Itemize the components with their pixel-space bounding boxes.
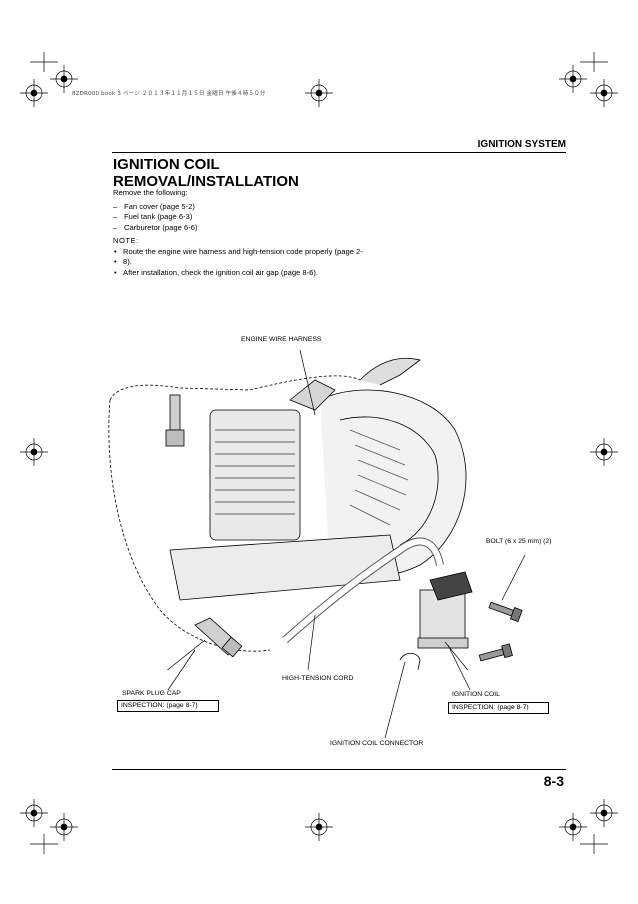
notes-list: Route the engine wire harness and high-t… (113, 247, 403, 279)
header-rule (112, 152, 566, 153)
callout-engine-wire-harness: ENGINE WIRE HARNESS (241, 336, 322, 343)
registration-mark-top-left (20, 52, 78, 107)
footer-rule (112, 769, 566, 770)
leader-ignition-coil (444, 641, 469, 670)
ignition-coil-illustration (108, 349, 526, 670)
remove-item: Fuel tank (page 6-3) (113, 212, 403, 223)
remove-list: Fan cover (page 5-2) Fuel tank (page 6-3… (113, 202, 403, 234)
leader-spark-plug-cap (166, 639, 206, 670)
callout-ignition-coil: IGNITION COIL (452, 691, 500, 698)
page-number: 8-3 (543, 773, 564, 789)
note-item: Route the engine wire harness and high-t… (113, 247, 403, 258)
remove-item: Carburetor (page 6-6) (113, 223, 403, 234)
registration-mark-bottom-left (20, 799, 78, 854)
print-header-info: 8ZDR000.book 3 ページ ２０１３年１１月１５日 金曜日 午後４時５… (72, 91, 266, 97)
intro-text: Remove the following: (113, 188, 188, 197)
callout-spark-plug-cap: SPARK PLUG CAP (122, 690, 181, 697)
section-title: IGNITION SYSTEM (477, 139, 566, 150)
registration-mark-bottom-center (305, 813, 333, 841)
registration-mark-bottom-right (559, 799, 618, 854)
heading-line-2: REMOVAL/INSTALLATION (113, 173, 299, 190)
leader-bolt (501, 554, 526, 601)
leader-engine-wire-harness (299, 349, 316, 416)
note-item-continuation: 8). (113, 257, 403, 268)
registration-mark-mid-right (590, 438, 618, 466)
callout-ignition-coil-connector: IGNITION COIL CONNECTOR (330, 740, 424, 747)
heading-line-1: IGNITION COIL (113, 156, 220, 173)
registration-mark-top-right (559, 52, 618, 107)
callout-ignition-coil-inspection: INSPECTION: (page 8-7) (448, 702, 549, 714)
instructions: Remove the following: Fan cover (page 5-… (113, 188, 403, 278)
callout-bolt: BOLT (6 x 25 mm) (2) (486, 538, 552, 545)
callout-spark-plug-inspection: INSPECTION: (page 8-7) (117, 700, 219, 712)
leader-high-tension-cord (307, 614, 316, 670)
remove-item: Fan cover (page 5-2) (113, 202, 403, 213)
note-item: After installation, check the ignition c… (113, 268, 403, 279)
registration-mark-mid-left (20, 438, 48, 466)
note-label: NOTE: (113, 236, 139, 245)
callout-high-tension-cord: HIGH-TENSION CORD (282, 675, 354, 682)
page-heading: IGNITION COIL REMOVAL/INSTALLATION (113, 156, 299, 190)
registration-mark-top-center (305, 79, 333, 107)
